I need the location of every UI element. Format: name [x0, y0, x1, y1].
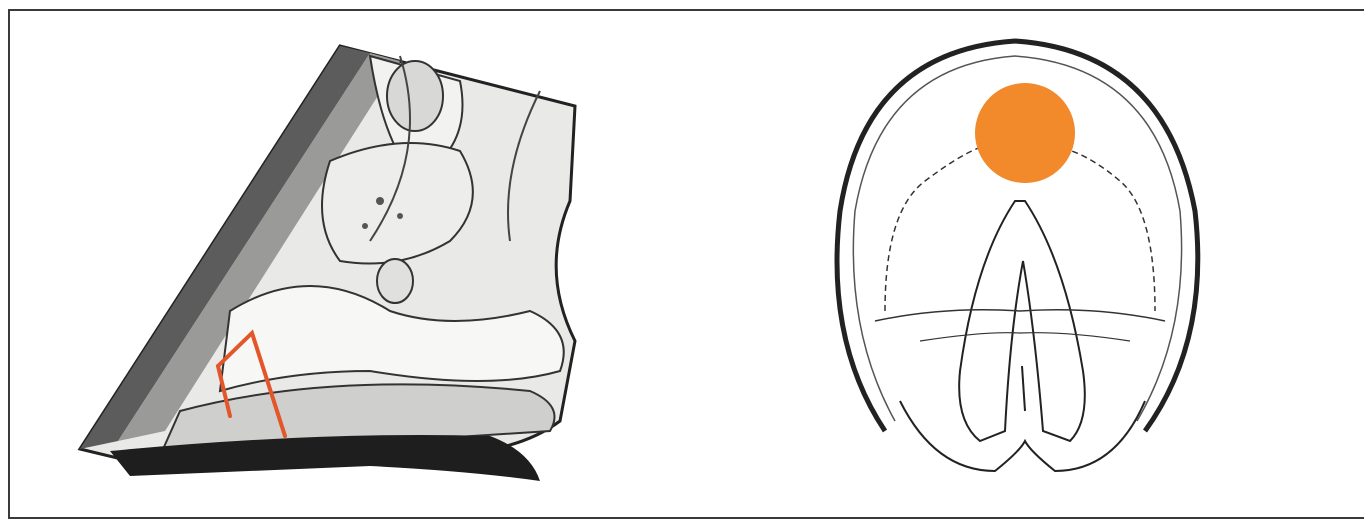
heel-bulbs	[900, 401, 1145, 471]
marker-circle	[975, 83, 1075, 183]
navicular-bone	[377, 259, 413, 303]
hoof-sagittal-illustration	[70, 11, 590, 521]
hoof-sole-illustration	[825, 11, 1225, 521]
frog	[959, 201, 1085, 441]
figure-frame	[8, 9, 1364, 519]
pastern-joint	[387, 61, 443, 131]
